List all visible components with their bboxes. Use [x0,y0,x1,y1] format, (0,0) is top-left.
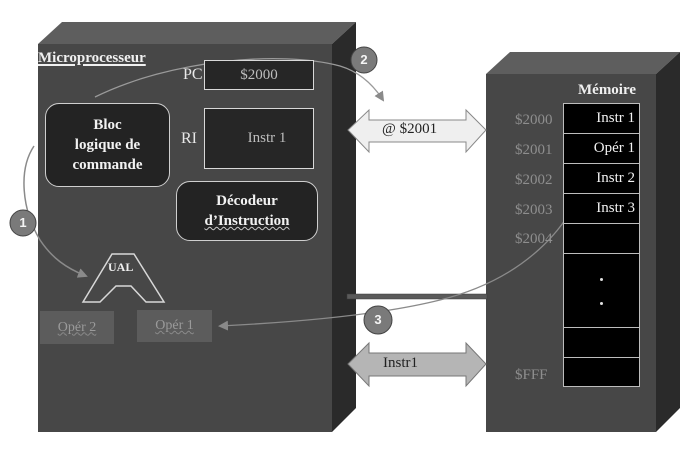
control-block-line1: Bloc [93,117,122,133]
memory-cell-value: Instr 2 [596,170,635,186]
decoder-line2: d’Instruction [204,213,290,229]
memory-cell [563,357,640,387]
address-bus-label: @ $2001 [382,121,438,137]
step-badge-3 [363,305,393,335]
memory-cell: Instr 2 [563,163,640,194]
alu-shape [81,253,166,303]
step-1-label: 1 [19,215,27,230]
cpu-side-face [332,22,356,432]
cpu-top-face [38,22,356,44]
step-3-label: 3 [374,312,382,327]
microprocessor-title: Microprocesseur [38,50,146,66]
control-bus [346,293,488,300]
data-bus-arrow [347,341,487,388]
memory-cell: Instr 3 [563,193,640,224]
address-bus-arrow [347,108,487,154]
memory-cell [563,327,640,358]
step-badge-2 [350,46,378,74]
memory-cell-value: Opér 1 [593,140,635,156]
pc-value: $2000 [240,66,278,83]
step-badge-1 [9,209,37,237]
memory-cell [563,223,640,254]
operand2-register: Opér 2 [40,311,114,344]
memory-address: $FFF [515,367,548,383]
operand1-label: Opér 1 [155,318,194,333]
step1-arrow [23,145,88,278]
control-block: Bloc logique de commande [45,103,170,187]
memory-cell-value: Instr 3 [596,200,635,216]
memory-cell: Opér 1 [563,133,640,164]
memory-cell-value: Instr 1 [596,110,635,126]
ri-register: Instr 1 [204,108,314,169]
memory-address: $2003 [515,202,553,218]
operand2-label: Opér 2 [57,319,97,335]
control-block-line2: logique de [74,137,141,153]
memory-title: Mémoire [578,82,637,98]
data-bus-label: Instr1 [383,355,418,371]
memory-cell-gap [563,253,640,328]
memory-top-face [486,52,680,74]
memory-address: $2002 [515,172,553,188]
ri-label: RI [181,130,197,147]
step2-arrow [94,58,385,102]
alu-label: UAL [108,260,134,274]
pc-register: $2000 [204,60,314,90]
ellipsis-icon [600,276,603,306]
control-block-line3: commande [72,157,143,173]
memory-address: $2001 [515,142,553,158]
operand1-register: Opér 1 [137,310,212,342]
memory-side-face [656,52,680,432]
memory-cell: Instr 1 [563,103,640,134]
decoder-line1: Décodeur [216,193,278,209]
pc-label: PC [183,66,203,83]
step-2-label: 2 [360,52,368,67]
instruction-decoder: Décodeur d’Instruction [176,181,318,241]
memory-address: $2004 [515,231,553,247]
ri-value: Instr 1 [247,130,287,146]
memory-address: $2000 [515,112,553,128]
